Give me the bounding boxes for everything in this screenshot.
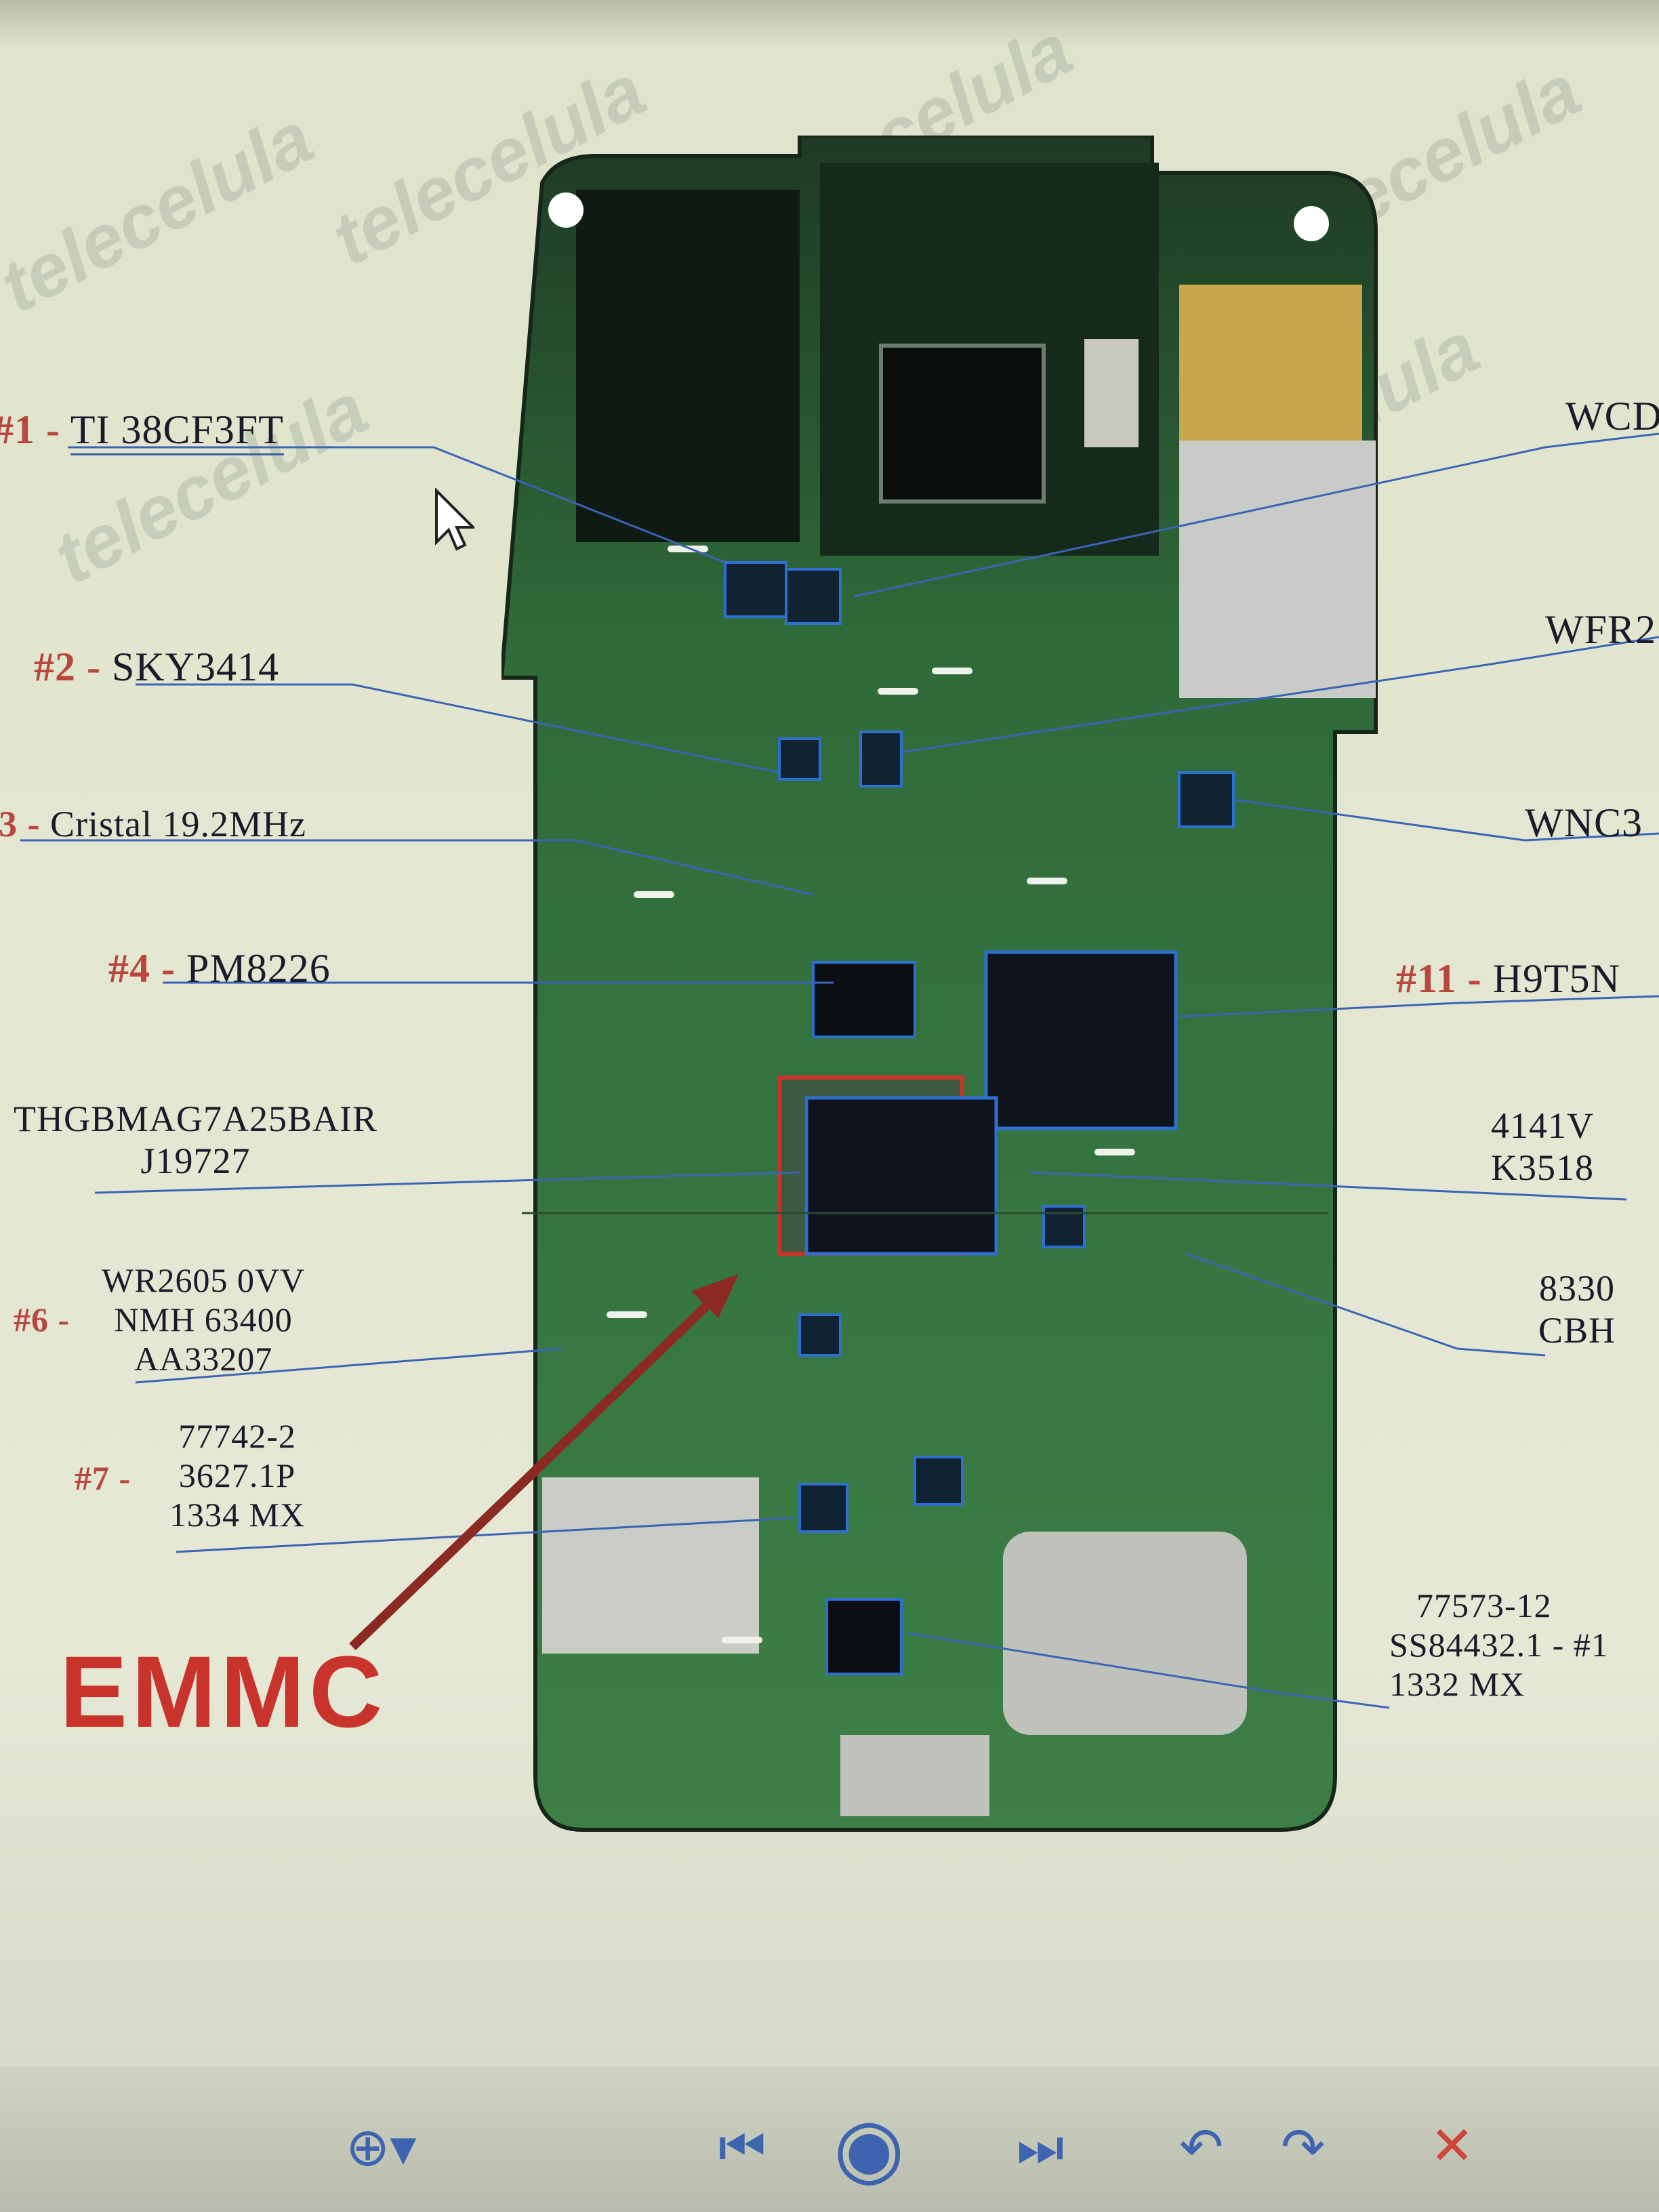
callout-emmc-part: THGBMAG7A25BAIR J19727 (14, 1098, 377, 1182)
emmc-label: EMMC (60, 1635, 387, 1748)
callout-line: 3627.1P (178, 1456, 296, 1494)
callout-77742: #7 - 77742-2 3627.1P 1334 MX (75, 1416, 305, 1534)
next-icon[interactable]: ⏭ (1017, 2117, 1065, 2178)
callout-number: #2 - (34, 644, 101, 689)
callout-77573: 77573-12 SS84432.1 - #1 1332 MX (1389, 1586, 1609, 1704)
callout-cristal: #3 - Cristal 19.2MHz (0, 803, 306, 845)
callout-line: CBH (1538, 1310, 1616, 1351)
callout-pm8226: #4 - PM8226 (108, 945, 331, 992)
callout-wcd: WCD (1565, 393, 1659, 440)
delete-icon[interactable]: ✕ (1430, 2116, 1475, 2177)
viewer-toolbar: ⊕▾ ⏮ ◉ ⏭ ↶ ↷ ✕ (0, 2067, 1659, 2212)
rotate-cw-icon[interactable]: ↷ (1281, 2117, 1326, 2178)
callout-4141v: 4141V K3518 (1491, 1105, 1594, 1189)
callout-number: #6 - (14, 1300, 70, 1338)
mouse-cursor-icon (435, 488, 474, 551)
callout-line: WR2605 0VV (102, 1261, 306, 1299)
pcb-graphic (501, 136, 1378, 1832)
callout-text: WCD (1565, 394, 1659, 438)
callout-number: #4 - (108, 946, 176, 991)
callout-line: THGBMAG7A25BAIR (14, 1099, 378, 1139)
callout-text: SKY3414 (111, 644, 280, 689)
callout-line: 77573-12 (1416, 1586, 1552, 1624)
callout-text: TI 38CF3FT (70, 407, 284, 455)
callout-number: #7 - (75, 1459, 131, 1497)
callout-8330: 8330 CBH (1538, 1267, 1616, 1351)
callout-h9t5n: #11 - H9T5N (1396, 956, 1620, 1002)
callout-number: #3 - (0, 804, 41, 844)
callout-text: WNC3 (1525, 800, 1643, 845)
monitor-bezel (0, 0, 1659, 47)
previous-icon[interactable]: ⏮ (718, 2117, 766, 2178)
callout-line: 1332 MX (1389, 1665, 1525, 1703)
callout-wfr2: WFR2 (1545, 607, 1656, 653)
callout-line: NMH 63400 (114, 1300, 293, 1338)
callout-line: AA33207 (134, 1340, 273, 1378)
callout-line: J19727 (140, 1141, 251, 1181)
callout-text: WFR2 (1545, 607, 1657, 652)
callout-number: #1 - (0, 407, 60, 452)
callout-text: PM8226 (186, 946, 331, 991)
pcb-image (501, 136, 1382, 1843)
callout-line: 4141V (1491, 1105, 1594, 1146)
callout-sky3414: #2 - SKY3414 (34, 644, 279, 691)
callout-ti-38cf3ft: #1 - TI 38CF3FT (0, 407, 284, 455)
zoom-icon[interactable]: ⊕▾ (346, 2117, 417, 2178)
callout-line: SS84432.1 - #1 (1389, 1626, 1609, 1664)
callout-wnc3: WNC3 (1525, 800, 1643, 846)
callout-text: H9T5N (1492, 956, 1620, 1001)
callout-line: K3518 (1491, 1147, 1594, 1188)
callout-wr2605: #6 - WR2605 0VV NMH 63400 AA33207 (14, 1261, 305, 1378)
callout-number: #11 - (1396, 956, 1482, 1001)
callout-line: 77742-2 (178, 1417, 296, 1455)
rotate-ccw-icon[interactable]: ↶ (1179, 2117, 1224, 2178)
callout-line: 1334 MX (169, 1496, 306, 1534)
slideshow-icon[interactable]: ◉ (834, 2101, 905, 2195)
callout-line: 8330 (1539, 1268, 1616, 1309)
callout-text: Cristal 19.2MHz (49, 804, 306, 844)
